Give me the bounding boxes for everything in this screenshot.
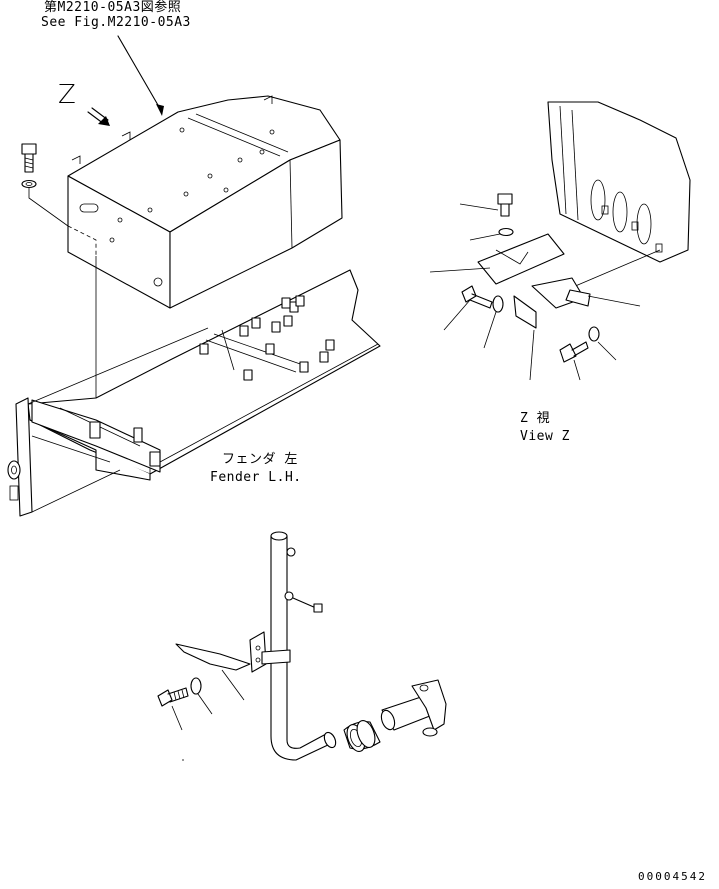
- view-z-label-en: View Z: [520, 429, 570, 444]
- breather-pipe-assembly: [157, 531, 447, 761]
- view-direction-arrow: [87, 107, 110, 126]
- view-z-bracket: [429, 101, 691, 381]
- reference-label-jp: 第M2210-05A3図参照: [44, 0, 182, 15]
- view-marker-z: Z: [58, 80, 77, 110]
- drawing-number: 00004542: [638, 870, 707, 883]
- reference-leader-arrow: [117, 35, 164, 116]
- fender-label-en: Fender L.H.: [210, 470, 302, 485]
- fender-label-jp: フェンダ 左: [222, 452, 298, 467]
- battery-bolt: [21, 143, 97, 256]
- view-z-label-jp: Z 視: [520, 411, 551, 426]
- reference-label-en: See Fig.M2210-05A3: [41, 15, 191, 30]
- battery-box: [67, 95, 343, 309]
- fender-assembly: [7, 256, 381, 517]
